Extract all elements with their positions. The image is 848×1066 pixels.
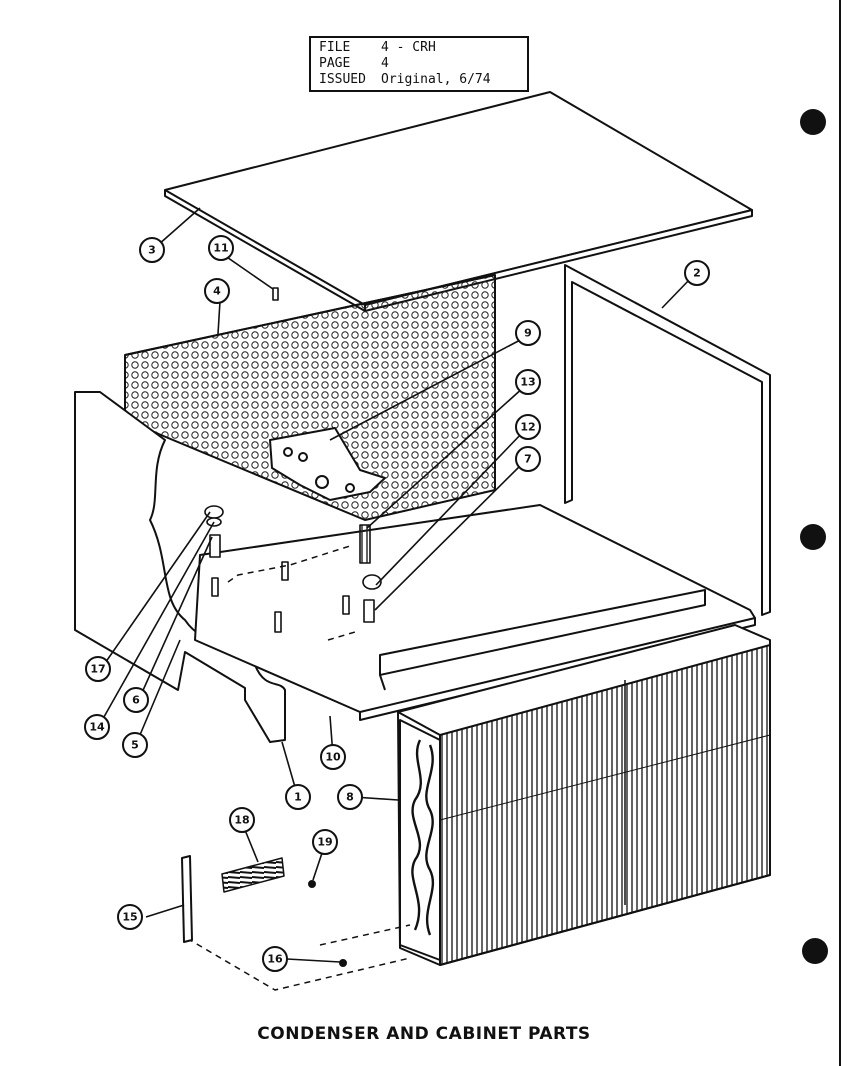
issued-label: ISSUED bbox=[319, 72, 366, 87]
callout-8-text: 8 bbox=[346, 791, 354, 804]
callout-13-text: 13 bbox=[520, 376, 535, 389]
callout-4-text: 4 bbox=[213, 285, 221, 298]
condenser-coil bbox=[397, 624, 771, 966]
grille-insert bbox=[221, 857, 285, 893]
page-label: PAGE bbox=[319, 56, 351, 71]
top-panel bbox=[164, 91, 753, 312]
callout-16: 16 bbox=[262, 946, 288, 972]
mounting-bracket bbox=[269, 427, 386, 501]
callout-7: 7 bbox=[515, 446, 541, 472]
callout-13: 13 bbox=[515, 369, 541, 395]
callout-10-text: 10 bbox=[325, 751, 341, 764]
callout-6-text: 6 bbox=[132, 694, 140, 707]
side-bracket bbox=[181, 855, 193, 943]
callout-14-text: 14 bbox=[89, 721, 105, 734]
callout-7-text: 7 bbox=[524, 453, 532, 466]
right-side-panel bbox=[564, 264, 771, 616]
callout-10: 10 bbox=[320, 744, 346, 770]
callout-2: 2 bbox=[684, 260, 710, 286]
binder-hole-middle bbox=[800, 524, 826, 550]
diagram-caption: CONDENSER AND CABINET PARTS bbox=[257, 1024, 591, 1044]
callout-6: 6 bbox=[123, 687, 149, 713]
callout-3: 3 bbox=[139, 237, 165, 263]
callout-18-text: 18 bbox=[234, 814, 249, 827]
screw-16 bbox=[339, 959, 347, 967]
callout-14: 14 bbox=[84, 714, 110, 740]
callout-11: 11 bbox=[208, 235, 234, 261]
file-value: 4 - CRH bbox=[381, 40, 436, 55]
binder-hole-bottom bbox=[802, 938, 828, 964]
shroud-outline bbox=[184, 545, 411, 991]
callout-5-text: 5 bbox=[131, 739, 139, 752]
callout-18: 18 bbox=[229, 807, 255, 833]
callout-17-text: 17 bbox=[90, 663, 105, 676]
callout-1: 1 bbox=[285, 784, 311, 810]
file-label: FILE bbox=[319, 40, 351, 55]
callout-5: 5 bbox=[122, 732, 148, 758]
callout-4: 4 bbox=[204, 278, 230, 304]
screw-19 bbox=[308, 880, 316, 888]
callout-9: 9 bbox=[515, 320, 541, 346]
callout-11-text: 11 bbox=[213, 242, 228, 255]
callout-1-text: 1 bbox=[294, 791, 302, 804]
file-info-box: FILE 4 - CRH PAGE 4 ISSUED Original, 6/74 bbox=[309, 36, 529, 92]
hardware-studs bbox=[204, 287, 382, 633]
callout-3-text: 3 bbox=[148, 244, 156, 257]
callout-17: 17 bbox=[85, 656, 111, 682]
callout-12: 12 bbox=[515, 414, 541, 440]
callout-16-text: 16 bbox=[267, 953, 283, 966]
issued-value: Original, 6/74 bbox=[381, 72, 491, 87]
base-pan bbox=[194, 504, 756, 721]
perforated-rear-panel bbox=[124, 274, 496, 521]
binder-hole-top bbox=[800, 109, 826, 135]
callout-15: 15 bbox=[117, 904, 143, 930]
callout-15-text: 15 bbox=[122, 911, 137, 924]
callout-19: 19 bbox=[312, 829, 338, 855]
callout-8: 8 bbox=[337, 784, 363, 810]
callout-19-text: 19 bbox=[317, 836, 332, 849]
callout-12-text: 12 bbox=[520, 421, 535, 434]
callout-9-text: 9 bbox=[524, 327, 532, 340]
page-value: 4 bbox=[381, 56, 389, 71]
callout-2-text: 2 bbox=[693, 267, 701, 280]
callouts: 3 11 4 2 9 13 12 7 17 6 14 5 10 1 8 18 1… bbox=[84, 235, 710, 972]
